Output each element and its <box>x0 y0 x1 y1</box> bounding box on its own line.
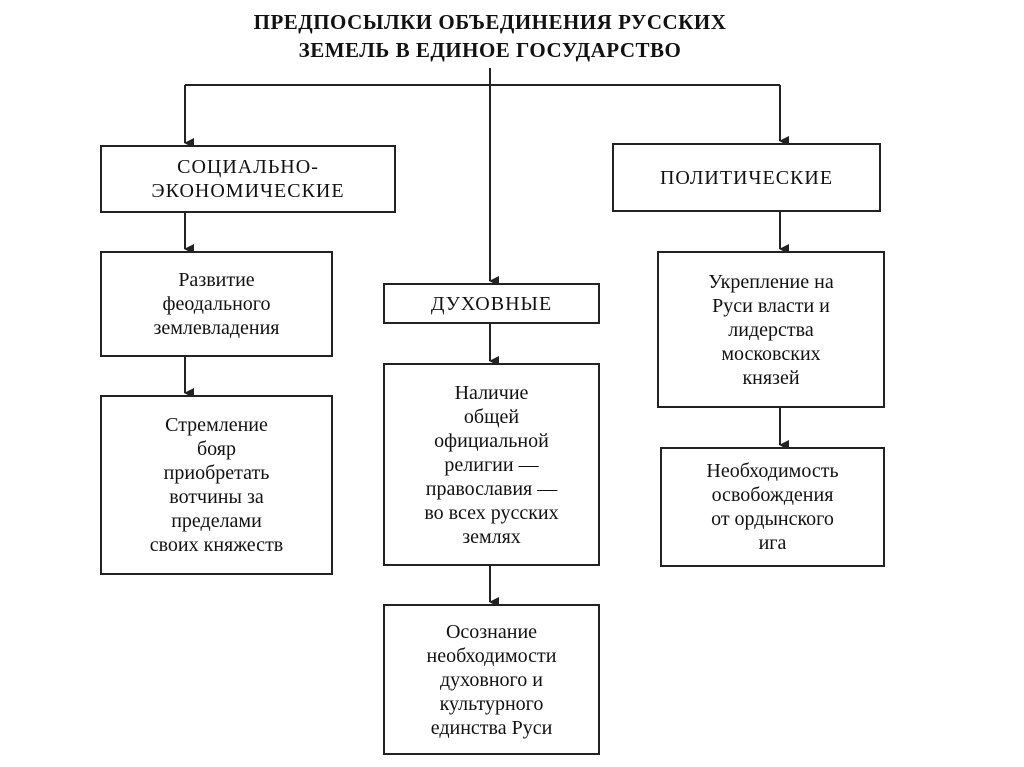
political-item-1-text: Укрепление на Руси власти и лидерства мо… <box>708 270 834 389</box>
socio-economic-item-1: Развитие феодального землевладения <box>100 251 333 357</box>
spiritual-item-2: Осознание необходимости духовного и куль… <box>383 604 600 755</box>
spiritual-heading-box: ДУХОВНЫЕ <box>383 283 600 324</box>
diagram-title-line-1: ПРЕДПОСЫЛКИ ОБЪЕДИНЕНИЯ РУССКИХ <box>253 10 727 34</box>
political-item-2: Необходимость освобождения от ордынского… <box>660 447 885 567</box>
socio-economic-item-1-text: Развитие феодального землевладения <box>153 269 280 339</box>
political-heading: ПОЛИТИЧЕСКИЕ <box>659 166 834 189</box>
socio-economic-item-2-text: Стремление бояр приобретать вотчины за п… <box>149 414 284 556</box>
political-heading-box: ПОЛИТИЧЕСКИЕ <box>612 143 881 212</box>
political-item-1: Укрепление на Руси власти и лидерства мо… <box>657 251 885 408</box>
socio-economic-item-2: Стремление бояр приобретать вотчины за п… <box>100 395 333 575</box>
diagram-title-line-2: ЗЕМЕЛЬ В ЕДИНОЕ ГОСУДАРСТВО <box>298 38 682 62</box>
political-item-2-text: Необходимость освобождения от ордынского… <box>706 460 839 554</box>
socio-economic-heading: СОЦИАЛЬНО- ЭКОНОМИЧЕСКИЕ <box>151 156 345 202</box>
socio-economic-heading-box: СОЦИАЛЬНО- ЭКОНОМИЧЕСКИЕ <box>100 145 396 213</box>
spiritual-item-1-text: Наличие общей официальной религии — прав… <box>424 381 559 548</box>
spiritual-item-2-text: Осознание необходимости духовного и куль… <box>426 620 557 739</box>
spiritual-heading: ДУХОВНЫЕ <box>430 292 553 315</box>
spiritual-item-1: Наличие общей официальной религии — прав… <box>383 363 600 566</box>
